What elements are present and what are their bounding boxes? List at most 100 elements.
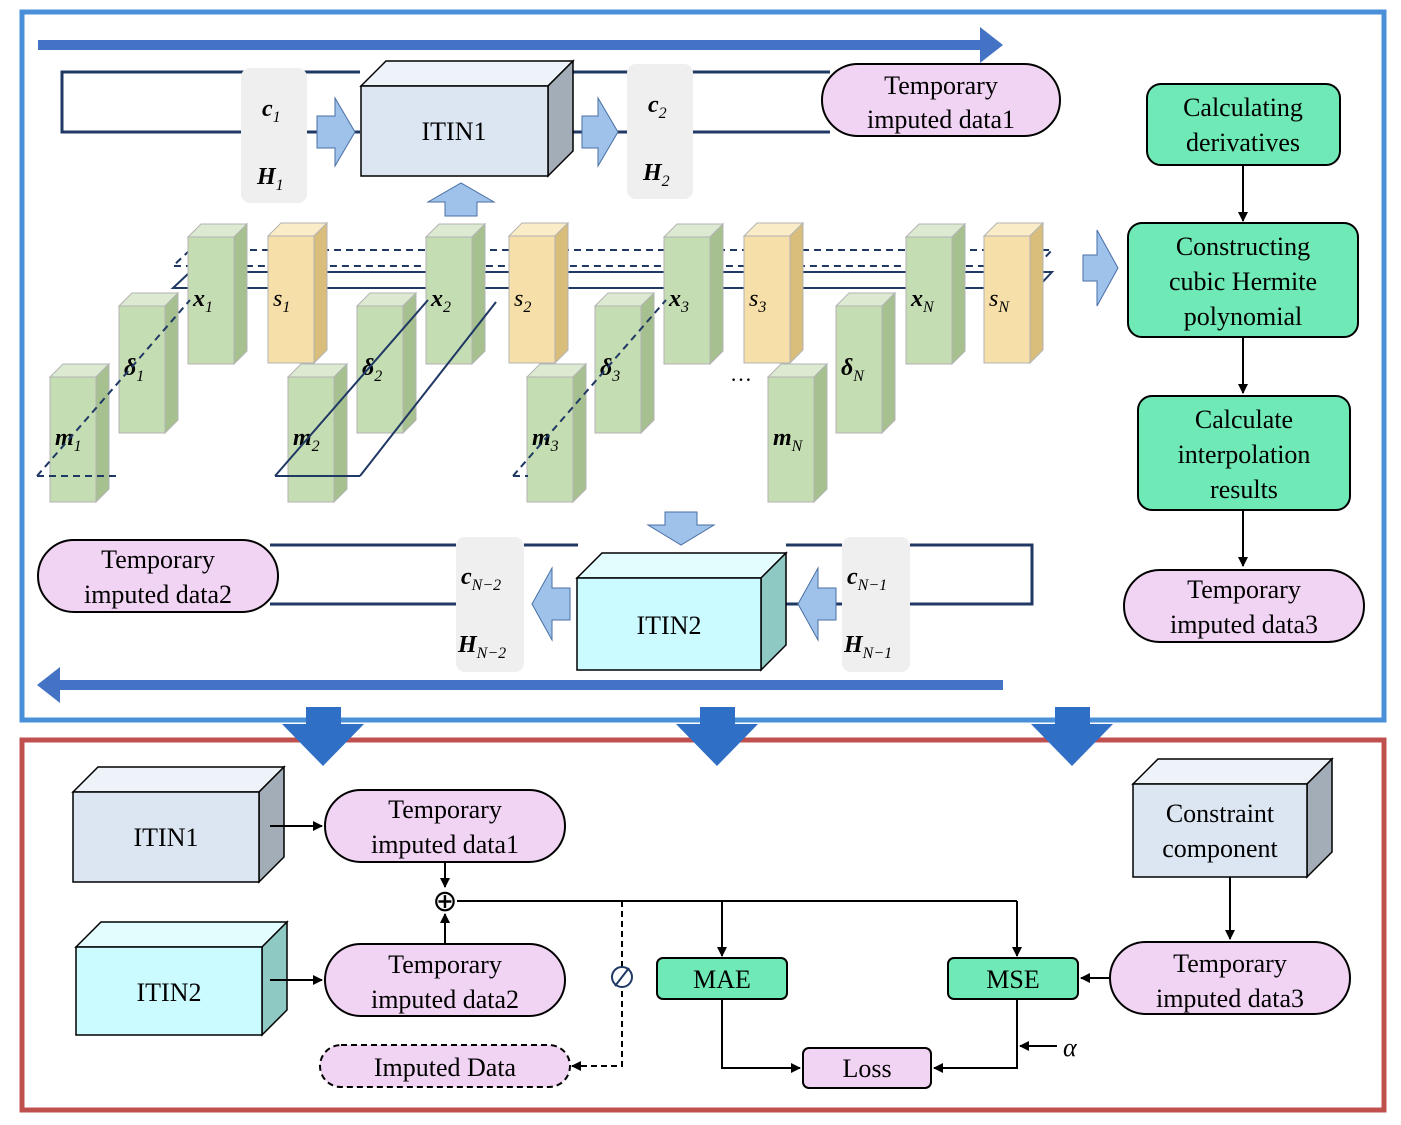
temp1-top-line2: imputed data1 [867,105,1015,134]
alpha-symbol: α [1063,1033,1078,1062]
column-x-1 [186,222,249,366]
column-d-4 [834,291,897,435]
loss-box: Loss [802,1047,932,1089]
mae-box: MAE [656,957,788,1000]
time-step-planes [36,299,667,477]
column-m-4 [766,362,829,504]
itin2-label-bottom: ITIN2 [137,978,202,1007]
flow-step2-line2: cubic Hermite [1169,267,1317,296]
flow-step1-line1: Calculating [1183,93,1303,122]
itin1-cube-top: ITIN1 [359,59,575,178]
mse-label: MSE [986,965,1039,994]
state-box-n1: cN−1 HN−1 [842,537,910,672]
state-box-1: c1 H1 [241,68,307,203]
column-d-4-label: δN [841,355,865,385]
column-x-1-label: x1 [192,286,213,316]
temp-imputed-data3-top: Temporary imputed data3 [1123,569,1365,643]
column-m-4-label: mN [773,425,804,455]
column-s-4-label: sN [989,286,1010,316]
column-m-3-label: m3 [532,425,559,455]
block-arrow-c1-to-itin1 [316,96,356,168]
block-arrow-to-flowchart [1082,229,1119,307]
column-m-1 [48,362,111,504]
itin1-label-top: ITIN1 [422,117,487,146]
forward-direction-arrow [38,27,1003,63]
temp-imputed-data1-bottom: Temporary imputed data1 [324,789,566,863]
state-box-2: c2 H2 [627,64,693,199]
state-cn1: cN−1 [847,564,887,594]
itin2-cube-bottom: ITIN2 [74,920,289,1037]
column-x-4 [904,222,967,366]
backward-direction-arrow [37,667,1003,703]
temp2-top-line2: imputed data2 [84,580,232,609]
itin1-label-bottom: ITIN1 [134,823,199,852]
temp2-top-line1: Temporary [101,545,215,574]
arrow-mae-to-loss [721,999,801,1073]
column-s-3 [742,221,805,365]
temp3-top-line1: Temporary [1187,575,1301,604]
imputed-data-label: Imputed Data [374,1053,517,1082]
itin2-label-top: ITIN2 [637,611,702,640]
temp-imputed-data1-top: Temporary imputed data1 [821,63,1061,137]
column-x-3-label: x3 [668,286,689,316]
state-c2: c2 [648,92,667,122]
block-arrow-itin2-to-cn2 [531,566,571,642]
temp1-bottom-line2: imputed data1 [371,830,519,859]
temp3-bottom-line1: Temporary [1173,949,1287,978]
column-m-2-label: m2 [293,425,320,455]
block-arrow-cn1-to-itin2 [797,566,837,642]
column-s-3-label: s3 [749,286,766,316]
column-d-3 [593,291,656,435]
column-s-2-label: s2 [514,286,531,316]
column-m-3 [525,362,588,504]
temp-imputed-data3-bottom: Temporary imputed data3 [1109,941,1351,1015]
column-ellipsis: … [730,361,752,386]
flow-step-constructing-hermite: Constructing cubic Hermite polynomial [1127,222,1359,338]
mae-label: MAE [693,965,751,994]
itin2-cube-top: ITIN2 [575,551,788,672]
state-cn2: cN−2 [461,564,501,594]
column-s-4 [982,221,1045,365]
flow-step-interpolation-results: Calculate interpolation results [1137,395,1351,511]
state-box-n2: cN−2 HN−2 [456,537,524,672]
frame-connector-arrows [282,707,1113,766]
column-s-2 [507,221,570,365]
constraint-component-cube: Constraint component [1131,757,1334,879]
dashed-path-to-imputed [571,901,623,1071]
column-d-1-label: δ1 [124,355,144,385]
column-x-4-label: xN [910,286,935,316]
state-hn1: HN−1 [843,632,892,662]
temp1-top-line1: Temporary [884,71,998,100]
constraint-line2: component [1162,834,1278,863]
column-x-2-label: x2 [430,286,451,316]
state-h1: H1 [256,164,284,194]
temp2-bottom-line2: imputed data2 [371,985,519,1014]
flow-step3-line3: results [1210,475,1278,504]
arrow-mse-to-loss [933,999,1018,1073]
temp-imputed-data2-bottom: Temporary imputed data2 [324,943,566,1017]
column-m-1-label: m1 [55,425,82,455]
oslash-operator [611,966,633,988]
column-d-3-label: δ3 [600,355,620,385]
block-arrow-up-to-itin1 [426,182,496,217]
constraint-line1: Constraint [1166,799,1275,828]
temp3-bottom-line2: imputed data3 [1156,984,1304,1013]
block-arrow-down-to-itin2 [646,511,716,546]
backward-loop-line [270,543,1034,606]
block-arrow-itin1-to-c2 [581,96,619,168]
flow-step3-line1: Calculate [1195,405,1293,434]
column-m-2 [286,362,349,504]
loss-label: Loss [842,1054,891,1083]
temp-imputed-data2-top: Temporary imputed data2 [37,539,279,613]
flow-step2-line1: Constructing [1176,232,1310,261]
temp1-bottom-line1: Temporary [388,795,502,824]
sum-operator: ⊕ [432,884,457,919]
column-s-1 [266,221,329,365]
flow-step3-line2: interpolation [1178,440,1311,469]
temp3-top-line2: imputed data3 [1170,610,1318,639]
temp2-bottom-line1: Temporary [388,950,502,979]
column-d-1 [117,291,180,435]
flow-step-calculating-derivatives: Calculating derivatives [1146,83,1341,166]
